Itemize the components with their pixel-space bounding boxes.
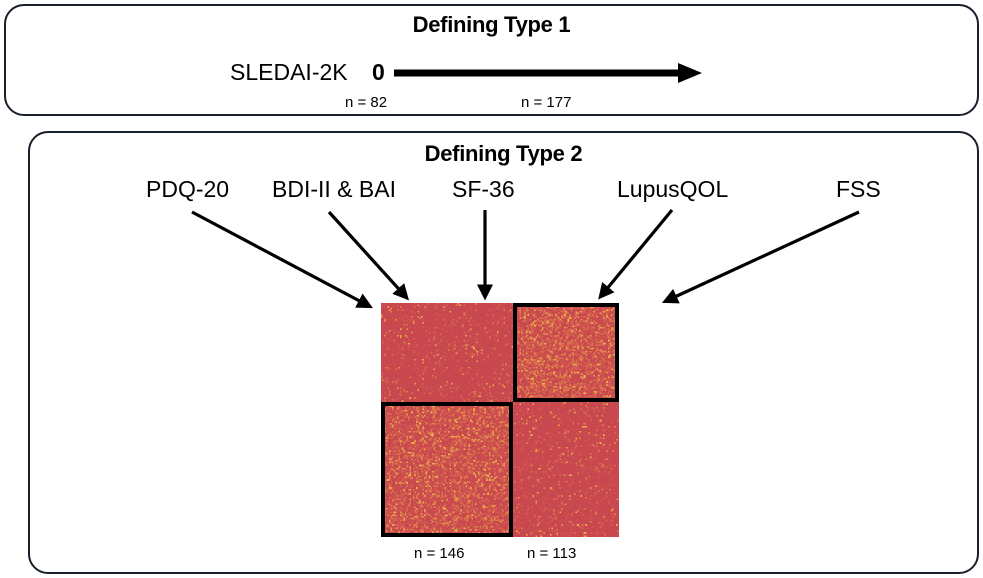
instrument-label-sf36: SF-36 [452,176,515,202]
top-right-block-pixels [513,303,619,402]
bottom-left-block [381,402,513,537]
top-right-block [513,303,619,402]
panel-defining-type-1: Defining Type 1 SLEDAI-2K 0 n = 82 n = 1… [4,4,979,116]
count-label-n146: n = 146 [414,545,465,562]
instrument-label-pdq20: PDQ-20 [146,176,230,202]
rightward-arrow-icon [394,61,704,90]
instrument-label-fss: FSS [836,176,881,202]
sledai-threshold-row: SLEDAI-2K 0 [6,59,977,89]
consensus-matrix-heatmap [381,303,619,537]
bottom-right-block [513,402,619,537]
count-label-n177: n = 177 [521,94,572,111]
top-left-block-pixels [381,303,513,402]
sledai-measure-label: SLEDAI-2K [230,59,348,85]
bottom-right-block-pixels [513,402,619,537]
instrument-label-lupusqol: LupusQOL [617,176,729,202]
panel-type2-title: Defining Type 2 [424,141,583,166]
sledai-threshold-value: 0 [372,59,385,85]
instrument-label-bdi-ii-bai: BDI-II & BAI [272,176,396,202]
bottom-left-block-pixels [381,402,513,537]
panel-type1-title: Defining Type 1 [412,12,571,37]
count-label-n82: n = 82 [345,94,388,111]
top-left-block [381,303,513,402]
count-label-n113: n = 113 [527,545,577,562]
